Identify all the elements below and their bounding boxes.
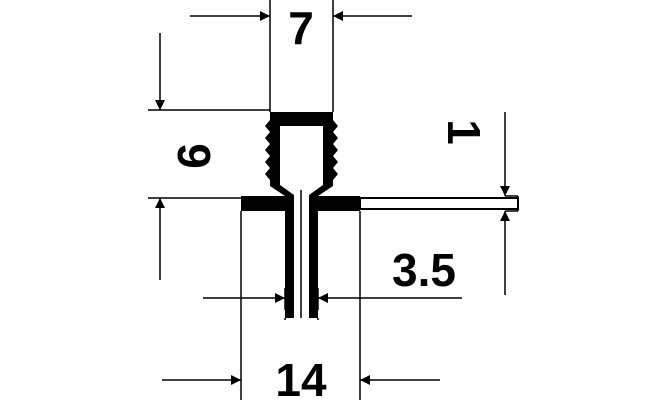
- dimension-arrows: [155, 11, 518, 385]
- label-height: 9: [168, 143, 220, 169]
- label-top-width: 7: [288, 2, 314, 54]
- label-stem-width: 3.5: [392, 244, 456, 296]
- t-profile-shape: [241, 112, 519, 318]
- label-base-width: 14: [275, 354, 327, 400]
- base-extension: [359, 197, 519, 210]
- label-thickness: 1: [438, 119, 490, 145]
- extension-lines: [148, 0, 519, 400]
